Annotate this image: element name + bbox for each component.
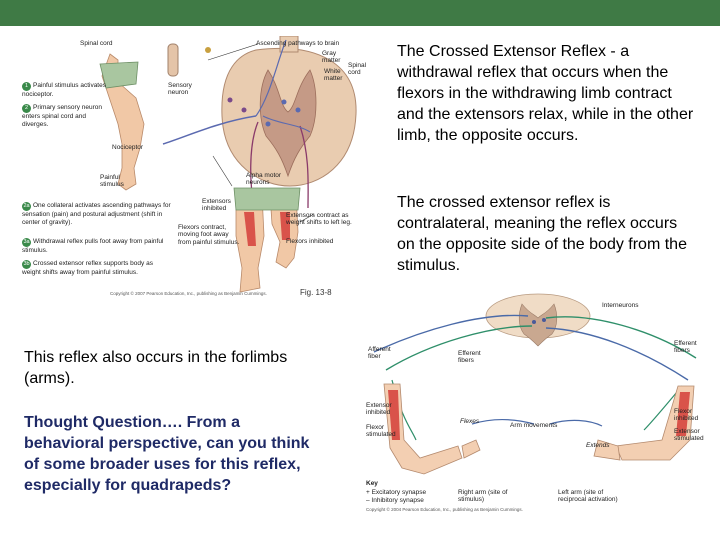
figure1-number: Fig. 13-8 — [300, 288, 332, 297]
step-3a-badge: 3a — [22, 238, 31, 247]
label-right-arm: Right arm (site of stimulus) — [458, 489, 508, 504]
label-flexors-inhibited: Flexors inhibited — [286, 238, 334, 245]
label-arm-movements: Arm movements — [510, 422, 558, 429]
label-white-matter: White matter — [324, 68, 343, 83]
label-flexors-contract: Flexors contract, moving foot away from … — [178, 224, 240, 246]
leg-reflex-illustration — [99, 35, 357, 293]
label-extensors-inhibited: Extensors inhibited — [202, 198, 231, 213]
label-extensor-stimulated: Extensor stimulated — [674, 428, 704, 443]
step-2-text: Primary sensory neuron enters spinal cor… — [22, 104, 102, 128]
label-alpha-motor-neurons: Alpha motor neurons — [246, 172, 282, 187]
label-key: Key — [366, 480, 378, 487]
figure-crossed-extensor-leg: Spinal cord Ascending pathways to brain … — [18, 35, 378, 298]
label-inhibitory-synapse: – Inhibitory synapse — [366, 497, 424, 504]
arm-reflex-illustration — [373, 293, 697, 475]
label-efferent-fibers-right: Efferent fibers — [674, 340, 697, 355]
label-flexor-inhibited: Flexor inhibited — [674, 408, 699, 423]
label-nociceptor: Nociceptor — [112, 144, 144, 151]
step-2-badge: 2 — [22, 104, 31, 113]
step-3b-text: Crossed extensor reflex supports body as… — [22, 260, 153, 276]
label-extensor-inhibited: Extensor inhibited — [366, 402, 392, 417]
figure1-copyright: Copyright © 2007 Pearson Education, Inc.… — [110, 291, 267, 296]
step-2a-text: One collateral activates ascending pathw… — [22, 202, 171, 226]
label-sensory-neuron: Sensory neuron — [168, 82, 192, 97]
label-efferent-fibers-left: Efferent fibers — [458, 350, 481, 365]
label-gray-matter: Gray matter — [322, 50, 341, 65]
step-3a-text: Withdrawal reflex pulls foot away from p… — [22, 238, 164, 254]
thought-question: Thought Question…. From a behavioral per… — [24, 414, 310, 494]
figure2-copyright: Copyright © 2004 Pearson Education, Inc.… — [366, 507, 523, 512]
label-spinal-cord: Spinal cord — [80, 40, 113, 47]
label-flexor-stimulated: Flexor stimulated — [366, 424, 396, 439]
paragraph-crossed-extensor-definition: The Crossed Extensor Reflex - a withdraw… — [397, 43, 694, 144]
step-3b-badge: 3b — [22, 260, 31, 269]
step-2a-badge: 2a — [22, 202, 31, 211]
label-left-arm: Left arm (site of reciprocal activation) — [558, 489, 618, 504]
label-excitatory-synapse: + Excitatory synapse — [366, 489, 427, 496]
paragraph-forelimbs: This reflex also occurs in the forlimbs … — [24, 349, 288, 387]
paragraph-contralateral: The crossed extensor reflex is contralat… — [397, 194, 687, 274]
step-1-badge: 1 — [22, 82, 31, 91]
label-spinal-cord-right: Spinal cord — [348, 62, 367, 77]
label-flexes: Flexes — [460, 418, 480, 425]
header-bar — [0, 0, 720, 26]
label-extensors-contract: Extensors contract as weight shifts to l… — [286, 212, 352, 227]
step-1-text: Painful stimulus activates nociceptor. — [22, 82, 106, 98]
label-afferent-fiber: Afferent fiber — [368, 346, 391, 361]
label-ascending-pathways: Ascending pathways to brain — [256, 40, 340, 47]
figure-crossed-extensor-arm: Interneurons Afferent fiber Efferent fib… — [362, 290, 712, 514]
label-painful-stimulus: Painful stimulus — [100, 174, 124, 189]
label-extends: Extends — [586, 442, 610, 449]
label-interneurons: Interneurons — [602, 302, 639, 309]
